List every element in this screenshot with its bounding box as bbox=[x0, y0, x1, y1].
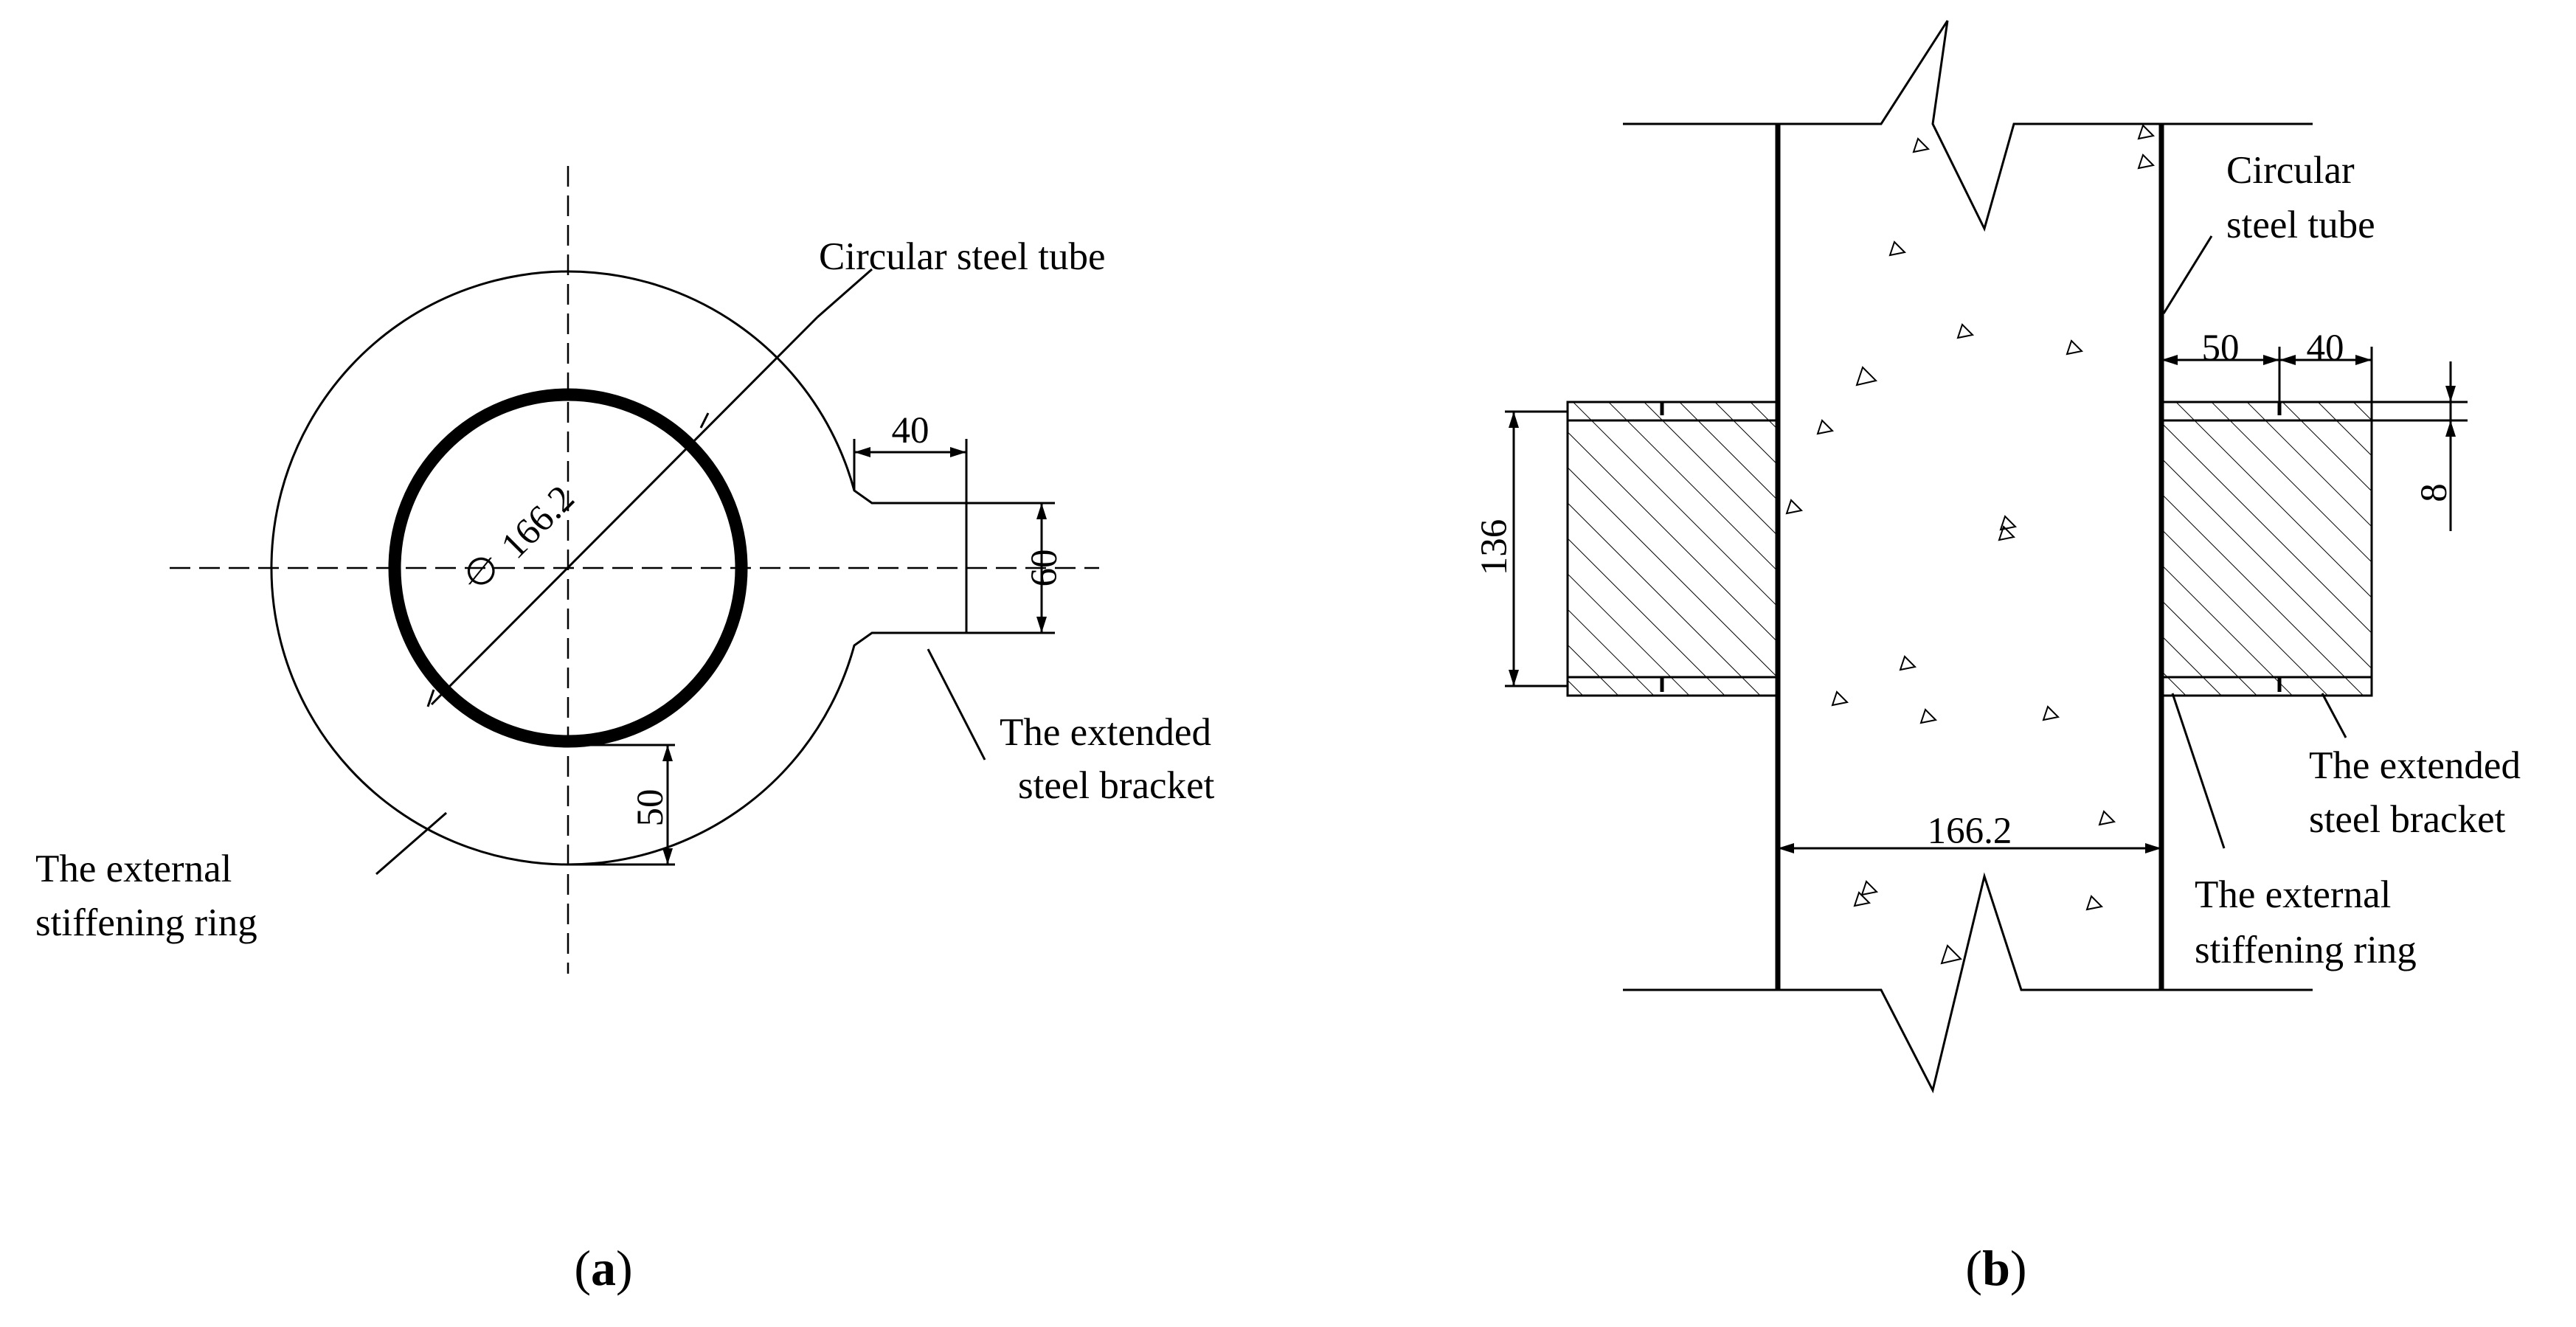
panel-a-plan-view: ∅ 166.2 Circular steel tube 40 60 The ex… bbox=[35, 166, 1215, 1296]
diameter-symbol: ∅ bbox=[465, 552, 497, 593]
concrete-infill bbox=[1785, 124, 2156, 965]
diameter-value: 166.2 bbox=[494, 478, 583, 567]
diameter-arrow-left-b bbox=[1778, 843, 1794, 853]
ring-label-line1-b: The external bbox=[2195, 873, 2391, 916]
tube-leader-line-b bbox=[2162, 235, 2213, 314]
tube-leader-line bbox=[817, 268, 873, 319]
ring-label-line2: stiffening ring bbox=[35, 901, 257, 944]
ring-label-line1: The external bbox=[35, 848, 232, 890]
bracket-label-line2: steel bracket bbox=[1018, 764, 1215, 807]
ring-width-arrow-bottom bbox=[662, 848, 673, 865]
height-value: 136 bbox=[1474, 519, 1515, 576]
ring-section-right bbox=[2160, 401, 2373, 697]
bracket-length-value: 40 bbox=[892, 410, 929, 451]
ring-width-arrow-top bbox=[662, 745, 673, 761]
height-arrow-top bbox=[1509, 412, 1519, 428]
steel-tube-section bbox=[388, 388, 748, 748]
bracket-length-arrow-right bbox=[950, 447, 966, 457]
height-arrow-bottom bbox=[1509, 670, 1519, 686]
ring-dim-arrow-left bbox=[2161, 355, 2178, 365]
bracket-length-arrow-left bbox=[854, 447, 870, 457]
bracket-leader-line-b bbox=[2321, 693, 2347, 738]
diameter-dimension-line bbox=[430, 316, 819, 706]
tube-label: Circular steel tube bbox=[819, 235, 1106, 278]
thickness-arrow-top bbox=[2445, 386, 2456, 402]
tube-label-line2-b: steel tube bbox=[2226, 204, 2375, 246]
bracket-width-value: 60 bbox=[1024, 550, 1065, 587]
thickness-value: 8 bbox=[2414, 483, 2455, 502]
bracket-dim-value: 40 bbox=[2307, 328, 2344, 369]
ring-dim-value: 50 bbox=[2202, 328, 2240, 369]
panel-b-elevation-view: 136 50 40 8 166.2 Circular steel tube Th… bbox=[1474, 20, 2521, 1296]
ring-leader-line-b bbox=[2171, 693, 2226, 849]
panel-b-caption: (b) bbox=[1965, 1240, 2026, 1296]
tube-label-line1-b: Circular bbox=[2226, 149, 2355, 192]
thickness-arrow-bottom bbox=[2445, 420, 2456, 437]
bracket-width-arrow-bottom bbox=[1036, 617, 1047, 633]
diameter-tick-top bbox=[699, 412, 710, 429]
diameter-value-b: 166.2 bbox=[1928, 811, 2012, 852]
bottom-break-line bbox=[1623, 872, 2313, 1094]
bracket-leader-line bbox=[927, 648, 986, 760]
diameter-tick-bottom bbox=[426, 689, 435, 707]
stiffening-ring-outline bbox=[270, 270, 968, 866]
bracket-dim-arrow-right bbox=[2355, 355, 2372, 365]
ring-leader-line bbox=[375, 811, 447, 876]
bracket-label-line1-b: The extended bbox=[2309, 744, 2521, 787]
ring-dim-arrow-right bbox=[2263, 355, 2279, 365]
bracket-label-line2-b: steel bracket bbox=[2309, 798, 2506, 841]
ring-label-line2-b: stiffening ring bbox=[2195, 929, 2417, 971]
bracket-width-arrow-top bbox=[1036, 503, 1047, 519]
top-break-line bbox=[1623, 20, 2313, 232]
panel-a-caption: (a) bbox=[574, 1240, 632, 1296]
diameter-arrow-right-b bbox=[2145, 843, 2161, 853]
ring-section-left bbox=[1566, 401, 1779, 697]
bracket-dim-arrow-left bbox=[2279, 355, 2296, 365]
ring-width-value: 50 bbox=[630, 789, 671, 827]
bracket-label-line1: The extended bbox=[1000, 711, 1211, 754]
